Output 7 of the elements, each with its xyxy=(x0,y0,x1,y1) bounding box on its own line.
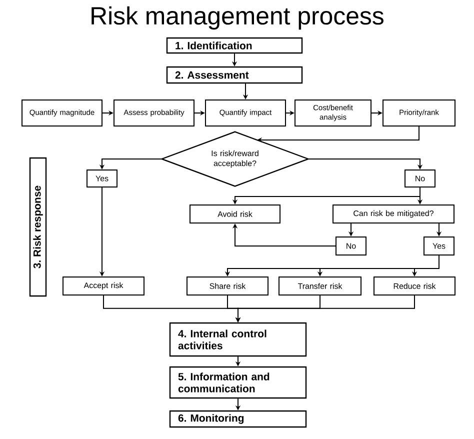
step-box: 2. Assessment xyxy=(166,66,303,84)
step-box: 4. Internal control activities xyxy=(169,322,307,357)
step-box: 6. Monitoring xyxy=(169,410,307,428)
step-box: 1. Identification xyxy=(166,37,303,54)
step-box: 5. Information and communication xyxy=(169,366,307,399)
title: Risk management process xyxy=(92,6,384,30)
phase-box: 3. Risk response xyxy=(29,157,47,297)
